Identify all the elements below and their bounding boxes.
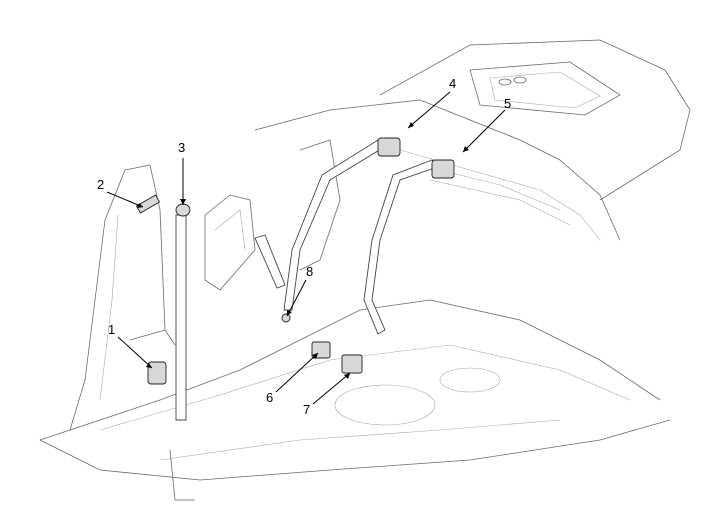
rear-right-belt-webbing <box>363 159 441 335</box>
rear-left-retractor <box>377 137 401 157</box>
callout-8: 8 <box>306 264 314 279</box>
roof-panel <box>379 39 691 201</box>
rear-left-belt-webbing <box>283 139 387 311</box>
rear-right-retractor <box>431 159 455 179</box>
callout-7: 7 <box>303 402 311 417</box>
c-pillar-trim <box>204 139 341 291</box>
callout-6: 6 <box>266 390 274 405</box>
b-pillar <box>69 164 176 431</box>
floor-panel <box>39 299 671 501</box>
callout-5: 5 <box>504 96 512 111</box>
leader-lines <box>106 91 506 405</box>
height-adjuster <box>135 194 161 214</box>
callout-3: 3 <box>178 140 186 155</box>
callout-4: 4 <box>449 76 457 91</box>
callout-1: 1 <box>108 322 116 337</box>
front-retractor <box>147 361 167 385</box>
d-ring <box>175 203 191 217</box>
seat-belts <box>175 139 441 421</box>
anchor <box>281 313 291 323</box>
front-belt-webbing <box>175 214 187 421</box>
buckle-center <box>341 354 363 374</box>
callout-2: 2 <box>97 177 105 192</box>
